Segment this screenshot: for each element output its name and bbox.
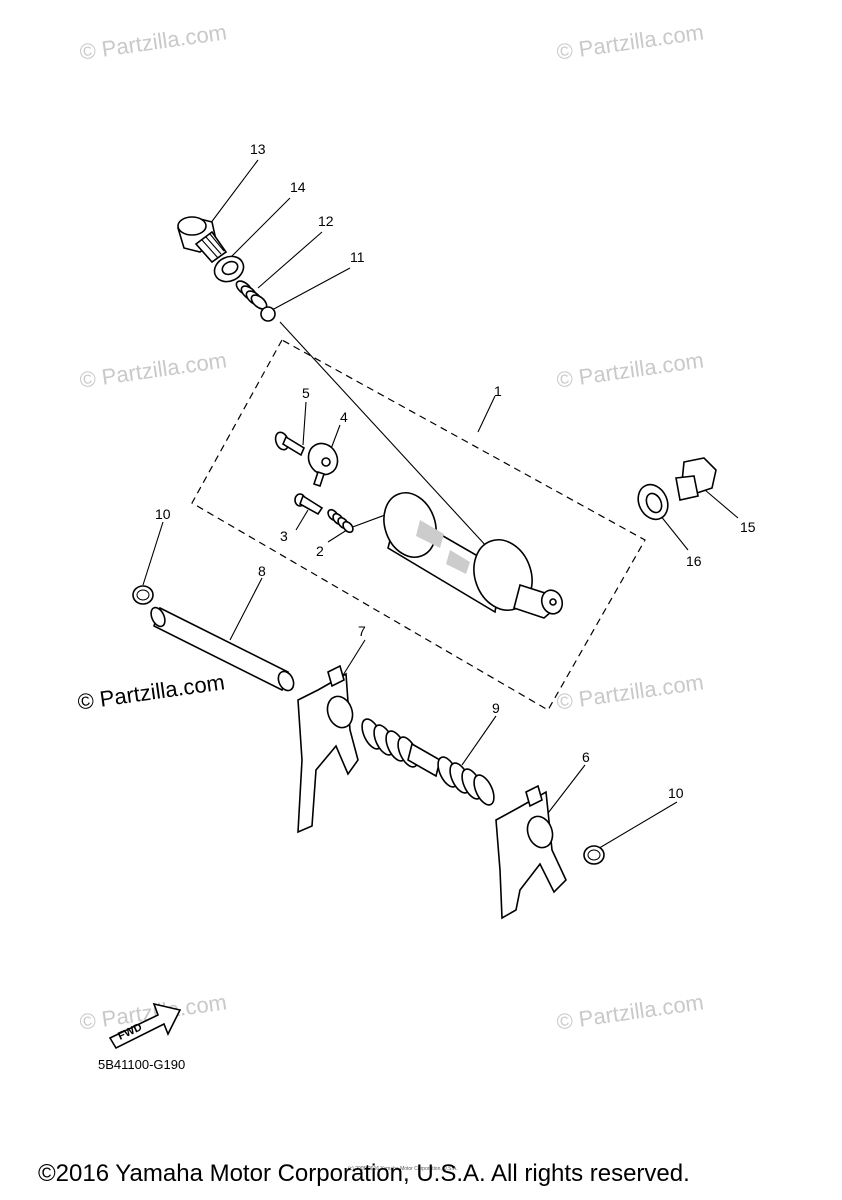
callout-14: 14 [290,179,306,195]
shift-fork-6 [495,784,567,920]
circlip-10-left [132,585,154,605]
callout-11: 11 [350,249,365,265]
callout-12: 12 [318,213,334,229]
callout-16: 16 [686,553,702,569]
assembly-outline [191,339,646,711]
callout-10-left: 10 [155,506,171,522]
callout-1: 1 [494,383,502,399]
ball-11 [260,306,276,322]
callout-7: 7 [358,623,366,639]
segment-plate-4 [307,442,339,488]
spring-2 [327,508,354,534]
callout-9: 9 [492,700,500,716]
diagram-code: 5B41100-G190 [98,1057,186,1072]
plug-15 [675,457,717,501]
gasket-16 [637,483,669,521]
fwd-arrow-icon: FWD [108,1002,182,1050]
callout-5: 5 [302,385,310,401]
pin-3 [294,493,324,516]
leader-lines [142,159,739,851]
callout-2: 2 [316,543,324,559]
copyright-notice: ©2016 Yamaha Motor Corporation, U.S.A. A… [38,1160,690,1187]
guide-bar-8 [150,606,295,692]
callout-13: 13 [250,141,266,157]
shift-cam-drum-1 [383,492,564,619]
circlip-10-right [583,845,605,865]
callout-15: 15 [740,519,756,535]
fine-print-copyright: (c) 2005-2016 Yamaha Motor Corporation, … [348,1166,458,1172]
callout-8: 8 [258,563,266,579]
callout-3: 3 [280,528,288,544]
plug-bolt-13 [177,216,228,264]
washer-14 [213,255,245,283]
spring-12 [235,280,268,310]
screw-5 [274,431,306,457]
callout-numbers: 13 14 12 11 1 5 4 3 2 10 8 7 9 6 10 15 1… [155,141,756,801]
callout-10-right: 10 [668,785,684,801]
shift-fork-7 [297,664,359,834]
callout-4: 4 [340,409,348,425]
spring-9 [361,718,495,806]
callout-6: 6 [582,749,590,765]
